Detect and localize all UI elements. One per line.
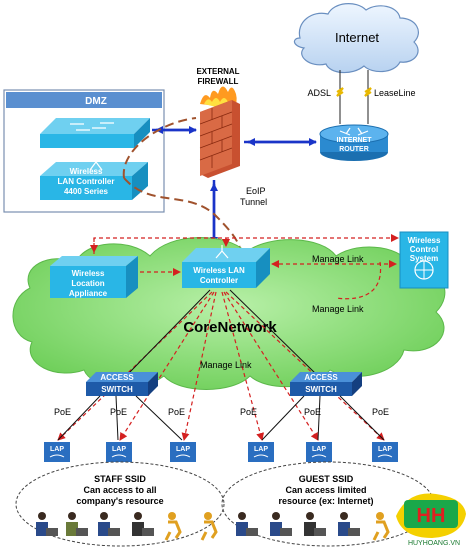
staff-ssid-line2: company's resource — [76, 496, 163, 506]
wcs-label-2: Control — [410, 245, 438, 254]
dmz-label: DMZ — [85, 96, 107, 107]
switch-right-label-1: ACCESS — [304, 373, 338, 382]
wireless-location-appliance: Wireless Location Appliance — [50, 256, 138, 298]
lap-device: LAP — [372, 442, 398, 462]
user-laptop-icon — [36, 512, 58, 536]
poe-label: PoE — [240, 407, 257, 417]
poe-links — [57, 395, 385, 441]
switch-left-label-2: SWITCH — [101, 385, 133, 394]
internet-router: INTERNET ROUTER — [319, 124, 389, 161]
guest-ssid-line1: Can access limited — [285, 485, 366, 495]
poe-label: PoE — [168, 407, 185, 417]
user-laptop-icon — [132, 512, 154, 536]
watermark-text: HUYHOANG.VN — [408, 540, 460, 547]
user-figures — [36, 512, 390, 541]
guest-ssid-title: GUEST SSID — [299, 474, 354, 484]
access-switch-left: ACCESS SWITCH — [86, 372, 158, 396]
user-laptop-icon — [236, 512, 258, 536]
user-walking-icon — [164, 512, 182, 541]
manage-link-label-2: Manage Link — [312, 304, 364, 314]
user-laptop-icon — [66, 512, 88, 536]
wla-label-3: Appliance — [69, 289, 108, 298]
lap-device: LAP — [106, 442, 132, 462]
router-label-2: ROUTER — [339, 146, 369, 153]
wlc-label-2: Controller — [200, 276, 238, 285]
wla-label-1: Wireless — [72, 269, 105, 278]
controller-switch-links — [127, 289, 317, 375]
dmz-controller-label-2: LAN Controller — [58, 177, 115, 186]
adsl-label: ADSL — [307, 88, 331, 98]
lap-label: LAP — [254, 446, 268, 453]
lap-label: LAP — [112, 446, 126, 453]
eoip-label-2: Tunnel — [240, 197, 267, 207]
svg-text:HH: HH — [417, 505, 446, 527]
lap-device: LAP — [248, 442, 274, 462]
guest-ssid-line2: resource (ex: Internet) — [278, 496, 373, 506]
huyhoang-logo: HH HUYHOANG.VN — [396, 493, 466, 547]
internet-links: ADSL LeaseLine — [307, 70, 416, 124]
eoip-label-1: EoIP — [246, 186, 266, 196]
lap-device: LAP — [170, 442, 196, 462]
poe-label: PoE — [304, 407, 321, 417]
router-label-1: INTERNET — [337, 137, 373, 144]
wla-label-2: Location — [71, 279, 104, 288]
wcs-label-3: System — [410, 254, 438, 263]
lap-label: LAP — [176, 446, 190, 453]
lap-label: LAP — [378, 446, 392, 453]
staff-ssid-zone: STAFF SSID Can access to all company's r… — [15, 461, 225, 547]
poe-label: PoE — [110, 407, 127, 417]
dmz-wireless-controller: Wireless LAN Controller 4400 Series — [40, 161, 148, 200]
manage-links-laps — [57, 291, 385, 441]
firewall-icon — [199, 86, 240, 178]
manage-link-label-1: Manage Link — [312, 254, 364, 264]
leaseline-label: LeaseLine — [374, 88, 416, 98]
poe-label: PoE — [54, 407, 71, 417]
access-switch-right: ACCESS SWITCH — [290, 372, 362, 396]
wlc-label-1: Wireless LAN — [193, 266, 245, 275]
wcs-label-1: Wireless — [408, 236, 441, 245]
lap-device: LAP — [44, 442, 70, 462]
dmz-switch — [40, 118, 150, 148]
user-walking-icon — [372, 512, 390, 541]
dmz-controller-label-3: 4400 Series — [64, 187, 109, 196]
lap-group: LAP LAP LAP LAP LAP LAP — [44, 442, 398, 462]
staff-ssid-title: STAFF SSID — [94, 474, 146, 484]
dmz-controller-label-1: Wireless — [70, 167, 103, 176]
manage-links-top: Manage Link Manage Link — [90, 234, 399, 314]
manage-link-label-3: Manage Link — [200, 360, 252, 370]
user-laptop-icon — [270, 512, 292, 536]
lap-label: LAP — [50, 446, 64, 453]
switch-left-label-1: ACCESS — [100, 373, 134, 382]
lap-label: LAP — [312, 446, 326, 453]
core-wireless-controller: Wireless LAN Controller — [182, 245, 270, 288]
user-laptop-icon — [98, 512, 120, 536]
staff-ssid-line1: Can access to all — [83, 485, 156, 495]
internet-cloud: Internet — [293, 3, 419, 74]
wireless-control-system: Wireless Control System — [399, 231, 449, 289]
internet-label: Internet — [335, 30, 379, 45]
user-laptop-icon — [338, 512, 360, 536]
firewall-label-2: FIREWALL — [198, 77, 239, 86]
user-walking-icon — [200, 512, 218, 541]
core-network-label: CoreNetwork — [183, 319, 277, 336]
poe-labels: PoE PoE PoE PoE PoE PoE — [54, 407, 389, 417]
poe-label: PoE — [372, 407, 389, 417]
switch-right-label-2: SWITCH — [305, 385, 337, 394]
user-laptop-icon — [304, 512, 326, 536]
lap-device: LAP — [306, 442, 332, 462]
firewall-label-1: EXTERNAL — [196, 67, 239, 76]
